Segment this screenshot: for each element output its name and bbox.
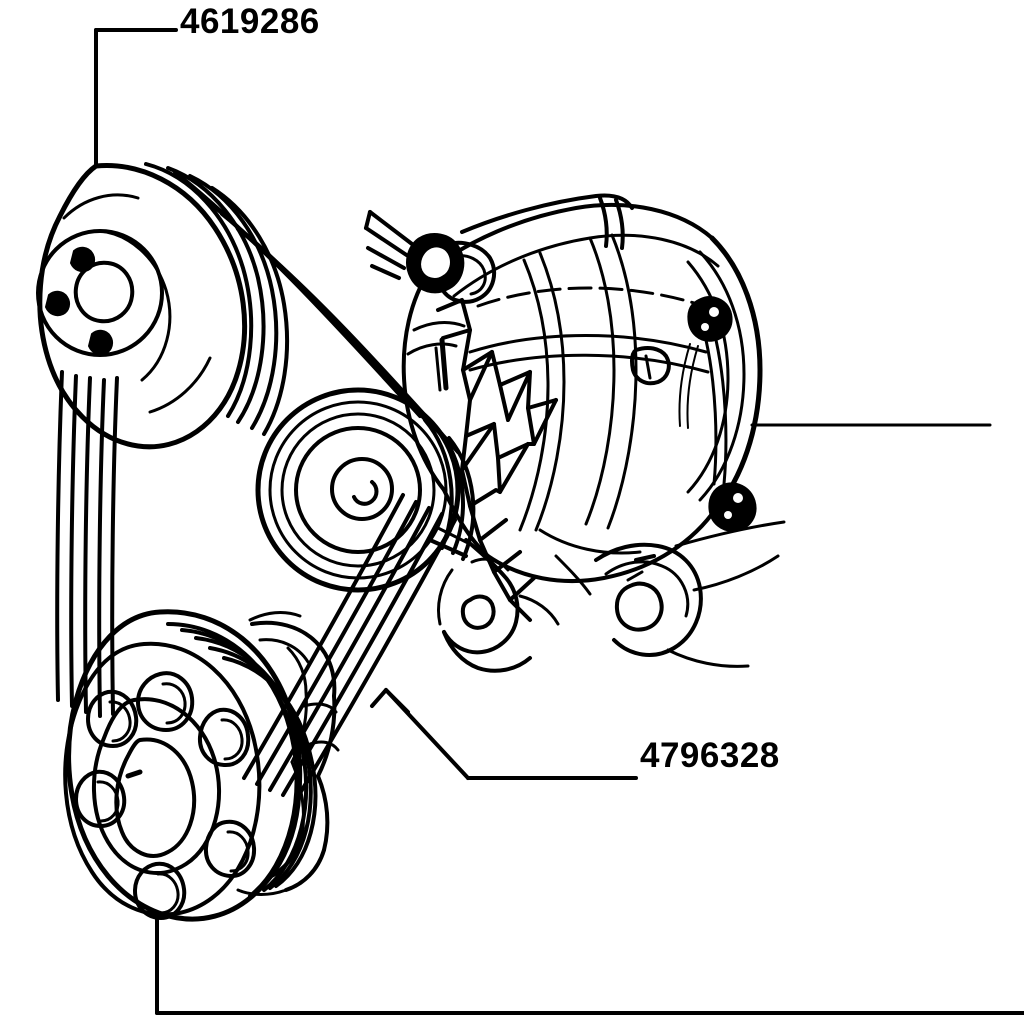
part-number-label-fan-pulley[interactable]: 4619286 xyxy=(180,2,320,41)
leader-line-crank-pulley-bottom xyxy=(155,910,1024,1015)
alternator-mounting-foot xyxy=(428,520,786,673)
alternator-through-bolt-lower xyxy=(708,482,757,532)
belt-tension-link xyxy=(370,688,410,714)
leader-line-4619286 xyxy=(94,28,178,168)
water-pump-housing xyxy=(236,611,340,896)
part-number-label-adjusting-bracket[interactable]: 4796328 xyxy=(640,736,780,775)
alternator-pulley xyxy=(255,387,476,593)
fan-water-pump-pulley xyxy=(36,162,290,450)
alternator-housing xyxy=(401,202,763,584)
alternator-adjusting-bracket xyxy=(364,193,634,280)
alternator-through-bolt-upper xyxy=(687,296,733,342)
alternator-pivot-bolt xyxy=(406,233,497,304)
